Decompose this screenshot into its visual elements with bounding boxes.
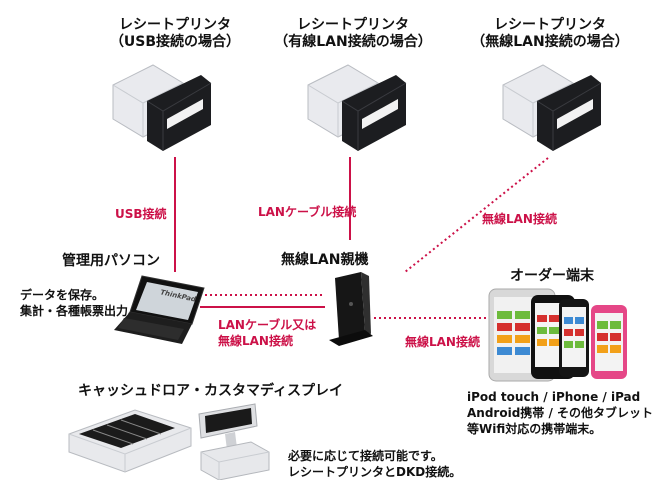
terminal-desc-line3: 等Wifi対応の携帯端末。: [467, 422, 602, 436]
receipt-printer-usb-image: [112, 64, 212, 151]
printer-wired-subtitle: （有線LAN接続の場合）: [274, 34, 432, 50]
terminal-description: iPod touch / iPhone / iPad Android携帯 / そ…: [467, 389, 653, 437]
wireless-router-image: [329, 272, 373, 346]
wireless-terminal-connection-label: 無線LAN接続: [405, 335, 480, 349]
printer-wired-title: レシートプリンタ: [297, 17, 409, 33]
wireless-printer-line: [404, 157, 549, 273]
drawer-title: キャッシュドロア・カスタマディスプレイ: [78, 383, 344, 399]
printer-usb-subtitle: （USB接続の場合）: [109, 34, 241, 50]
receipt-printer-wired-image: [307, 64, 407, 151]
drawer-desc-line2: レシートプリンタとDKD接続。: [288, 465, 462, 479]
router-title: 無線LAN親機: [281, 252, 369, 268]
printer-usb-title-block: レシートプリンタ （USB接続の場合）: [95, 17, 255, 51]
pc-title: 管理用パソコン: [62, 253, 160, 269]
drawer-description: 必要に応じて接続可能です。 レシートプリンタとDKD接続。: [288, 448, 461, 480]
terminal-title: オーダー端末: [510, 268, 594, 284]
printer-wireless-title-block: レシートプリンタ （無線LAN接続の場合）: [465, 17, 635, 51]
pc-desc-line2: 集計・各種帳票出力。: [20, 304, 141, 318]
pc-router-connection-label: LANケーブル又は 無線LAN接続: [218, 317, 316, 349]
terminal-desc-line2: Android携帯 / その他タブレット: [467, 406, 654, 420]
pc-router-label-line2: 無線LAN接続: [218, 334, 293, 348]
lan-cable-connection-label: LANケーブル接続: [258, 205, 357, 219]
customer-display-image: [198, 403, 270, 480]
printer-wireless-title: レシートプリンタ: [494, 17, 606, 33]
printer-wired-title-block: レシートプリンタ （有線LAN接続の場合）: [268, 17, 438, 51]
printer-wireless-subtitle: （無線LAN接続の場合）: [471, 34, 629, 50]
pc-description: データを保存。 集計・各種帳票出力。: [20, 287, 140, 319]
wireless-printer-connection-label: 無線LAN接続: [482, 212, 557, 226]
receipt-printer-wireless-image: [502, 64, 602, 151]
printer-usb-title: レシートプリンタ: [119, 17, 231, 33]
cash-drawer-image: [68, 409, 192, 473]
drawer-desc-line1: 必要に応じて接続可能です。: [288, 449, 443, 463]
order-terminal-devices-image: [487, 285, 637, 385]
pc-desc-line1: データを保存。: [20, 288, 105, 302]
terminal-desc-line1: iPod touch / iPhone / iPad: [467, 390, 641, 404]
pc-router-label-line1: LANケーブル又は: [218, 318, 317, 332]
laptop-image: ThinkPad: [112, 272, 208, 346]
usb-connection-label: USB接続: [115, 207, 167, 221]
